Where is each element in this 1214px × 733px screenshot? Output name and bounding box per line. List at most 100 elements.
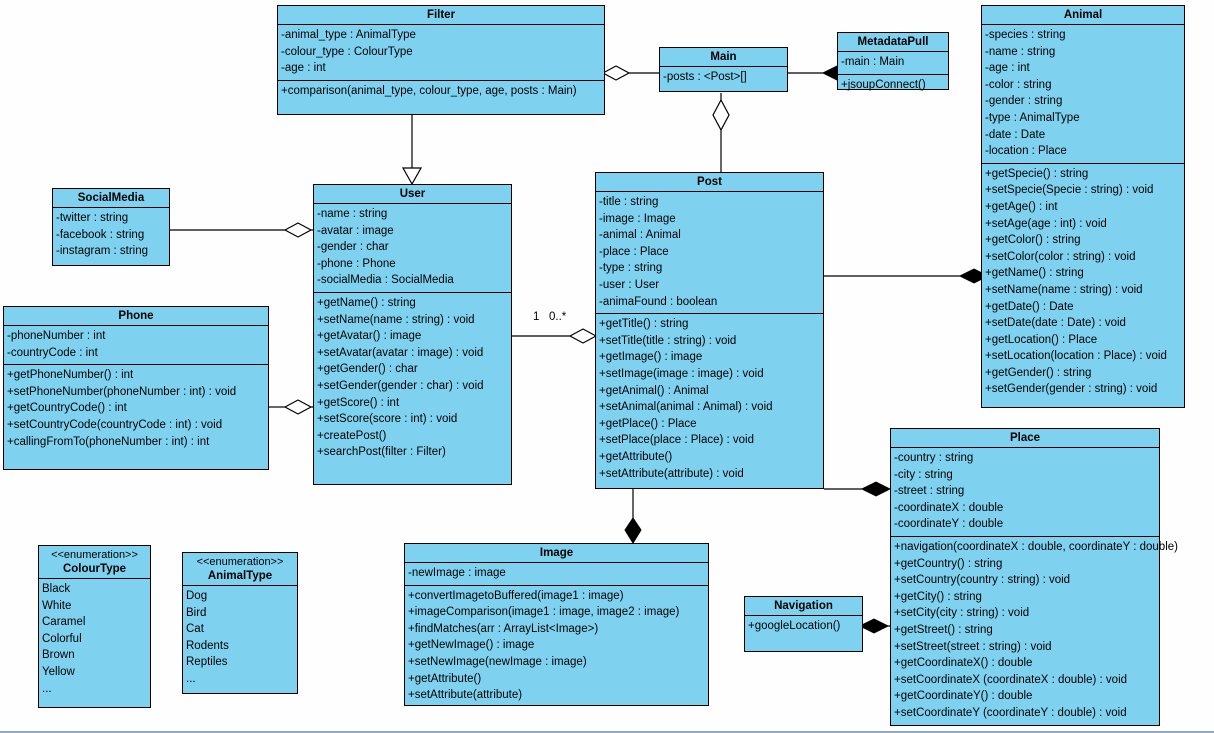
attribute-row: -date : Date bbox=[985, 128, 1046, 141]
method-row: +setName(name : string) : void bbox=[317, 313, 475, 326]
attribute-row: -main : Main bbox=[841, 56, 905, 68]
attribute-row: -type : AnimalType bbox=[985, 111, 1080, 124]
method-row: +searchPost(filter : Filter) bbox=[317, 446, 446, 459]
method-row: +getName() : string bbox=[985, 267, 1084, 280]
method-row: +setCountry(country : string) : void bbox=[894, 574, 1071, 587]
attribute-row: -countryCode : int bbox=[7, 346, 98, 359]
attribute-row: -coordinateX : double bbox=[894, 501, 1004, 514]
attribute-row: -coordinateY : double bbox=[894, 518, 1004, 531]
method-row: +setTitle(title : string) : void bbox=[599, 334, 737, 347]
class-box-filter[interactable]: Filter -animal_type : AnimalType -colour… bbox=[277, 5, 605, 115]
class-attributes-image: -newImage : image bbox=[405, 563, 708, 586]
attribute-row: -gender : string bbox=[985, 95, 1063, 108]
class-methods-image: +convertImagetoBuffered(image1 : image) … bbox=[405, 586, 708, 707]
method-row: +getCountryCode() : int bbox=[7, 402, 127, 415]
method-row: +getStreet() : string bbox=[894, 623, 993, 636]
composition-diamond-place bbox=[860, 481, 892, 497]
enum-title-animaltype: <<enumeration>> AnimalType bbox=[183, 553, 297, 586]
enum-box-animaltype[interactable]: <<enumeration>> AnimalType Dog Bird Cat … bbox=[182, 552, 298, 694]
class-title-place: Place bbox=[891, 429, 1159, 448]
attribute-row: -animaFound : boolean bbox=[599, 295, 718, 308]
class-methods-place: +navigation(coordinateX : double, coordi… bbox=[891, 537, 1178, 725]
method-row: +getPlace() : Place bbox=[599, 417, 697, 430]
method-row: +getGender() : char bbox=[317, 363, 418, 376]
class-methods-phone: +getPhoneNumber() : int +setPhoneNumber(… bbox=[4, 365, 268, 453]
class-title-metadatapull: MetadataPull bbox=[838, 33, 948, 52]
method-row: +setNewImage(newImage : image) bbox=[408, 655, 587, 668]
class-title-post: Post bbox=[596, 173, 823, 192]
enum-literals-colourtype: Black White Caramel Colorful Brown Yello… bbox=[39, 579, 150, 700]
class-attributes-filter: -animal_type : AnimalType -colour_type :… bbox=[278, 25, 604, 81]
method-row: +getAttribute() bbox=[599, 450, 673, 463]
class-title-main: Main bbox=[660, 48, 787, 67]
method-row: +setAttribute(attribute) : void bbox=[599, 467, 744, 480]
class-attributes-phone: -phoneNumber : int -countryCode : int bbox=[4, 326, 268, 366]
method-row: +setPlace(place : Place) : void bbox=[599, 434, 755, 447]
class-attributes-main: -posts : <Post>[] bbox=[660, 67, 787, 89]
attribute-row: -location : Place bbox=[985, 145, 1067, 158]
class-box-user[interactable]: User -name : string -avatar : image -gen… bbox=[313, 184, 512, 485]
method-row: +imageComparison(image1 : image, image2 … bbox=[408, 606, 680, 619]
class-attributes-metadatapull: -main : Main bbox=[838, 52, 948, 75]
attribute-row: -colour_type : ColourType bbox=[281, 45, 413, 58]
method-row: +getNewImage() : image bbox=[408, 639, 535, 652]
method-row: +getCoordinateX() : double bbox=[894, 657, 1033, 670]
attribute-row: -instagram : string bbox=[56, 245, 149, 258]
aggregation-diamond-phone-user bbox=[283, 399, 313, 415]
method-row: +setImage(image : image) : void bbox=[599, 367, 764, 380]
method-row: +getName() : string bbox=[317, 296, 416, 309]
method-row: +callingFromTo(phoneNumber : int) : int bbox=[7, 435, 210, 448]
method-row: +getSpecie() : string bbox=[985, 167, 1089, 180]
class-box-animal[interactable]: Animal -species : string -name : string … bbox=[981, 5, 1185, 408]
attribute-row: -facebook : string bbox=[56, 228, 145, 241]
aggregation-diamond-main-post bbox=[712, 98, 730, 132]
class-box-main[interactable]: Main -posts : <Post>[] bbox=[659, 47, 788, 92]
class-box-socialmedia[interactable]: SocialMedia -twitter : string -facebook … bbox=[52, 188, 170, 266]
method-row: +setAttribute(attribute) bbox=[408, 689, 523, 702]
class-attributes-place: -country : string -city : string -street… bbox=[891, 448, 1159, 537]
class-box-image[interactable]: Image -newImage : image +convertImagetoB… bbox=[404, 543, 709, 706]
enum-literal-row: Caramel bbox=[42, 616, 86, 629]
method-row: +setCountryCode(countryCode : int) : voi… bbox=[7, 418, 223, 431]
class-box-navigation[interactable]: Navigation +googleLocation() bbox=[744, 596, 863, 652]
method-row: +setLocation(location : Place) : void bbox=[985, 350, 1167, 363]
class-attributes-animal: -species : string -name : string -age : … bbox=[982, 25, 1184, 164]
enum-literal-row: ... bbox=[42, 682, 52, 695]
attribute-row: -name : string bbox=[317, 208, 388, 220]
enum-name-label: AnimalType bbox=[207, 570, 273, 582]
class-box-phone[interactable]: Phone -phoneNumber : int -countryCode : … bbox=[3, 306, 269, 470]
class-methods-navigation: +googleLocation() bbox=[745, 616, 862, 638]
attribute-row: -phone : Phone bbox=[317, 257, 396, 270]
enum-literal-row: White bbox=[42, 599, 72, 612]
class-title-image: Image bbox=[405, 544, 708, 563]
aggregation-diamond-filter-main bbox=[601, 65, 631, 81]
method-row: +jsoupConnect() bbox=[841, 78, 926, 91]
enum-literal-row: Rodents bbox=[186, 639, 229, 652]
attribute-row: -name : string bbox=[985, 45, 1056, 58]
enum-literal-row: Bird bbox=[186, 606, 207, 619]
method-row: +getColor() : string bbox=[985, 234, 1081, 247]
method-row: +setCity(city : string) : void bbox=[894, 607, 1030, 620]
class-box-post[interactable]: Post -title : string -image : Image -ani… bbox=[595, 172, 824, 489]
method-row: +setDate(date : Date) : void bbox=[985, 317, 1126, 330]
enum-box-colourtype[interactable]: <<enumeration>> ColourType Black White C… bbox=[38, 545, 151, 708]
attribute-row: -posts : <Post>[] bbox=[663, 71, 747, 83]
class-box-metadatapull[interactable]: MetadataPull -main : Main +jsoupConnect(… bbox=[837, 32, 949, 91]
method-row: +comparison(animal_type, colour_type, ag… bbox=[281, 84, 577, 97]
enum-literal-row: Brown bbox=[42, 649, 75, 662]
class-title-phone: Phone bbox=[4, 307, 268, 326]
class-title-filter: Filter bbox=[278, 6, 604, 25]
method-row: +getScore() : int bbox=[317, 396, 400, 409]
method-row: +getTitle() : string bbox=[599, 318, 689, 331]
attribute-row: -phoneNumber : int bbox=[7, 330, 106, 342]
attribute-row: -title : string bbox=[599, 196, 659, 208]
attribute-row: -user : User bbox=[599, 278, 660, 291]
enum-literal-row: Black bbox=[42, 583, 71, 595]
multiplicity-label-target: 0..* bbox=[549, 311, 567, 323]
attribute-row: -avatar : image bbox=[317, 224, 394, 237]
method-row: +createPost() bbox=[317, 429, 387, 442]
enum-title-colourtype: <<enumeration>> ColourType bbox=[39, 546, 150, 579]
class-box-place[interactable]: Place -country : string -city : string -… bbox=[890, 428, 1178, 726]
class-title-animal: Animal bbox=[982, 6, 1184, 25]
aggregation-diamond-socialmedia-user bbox=[283, 222, 313, 238]
